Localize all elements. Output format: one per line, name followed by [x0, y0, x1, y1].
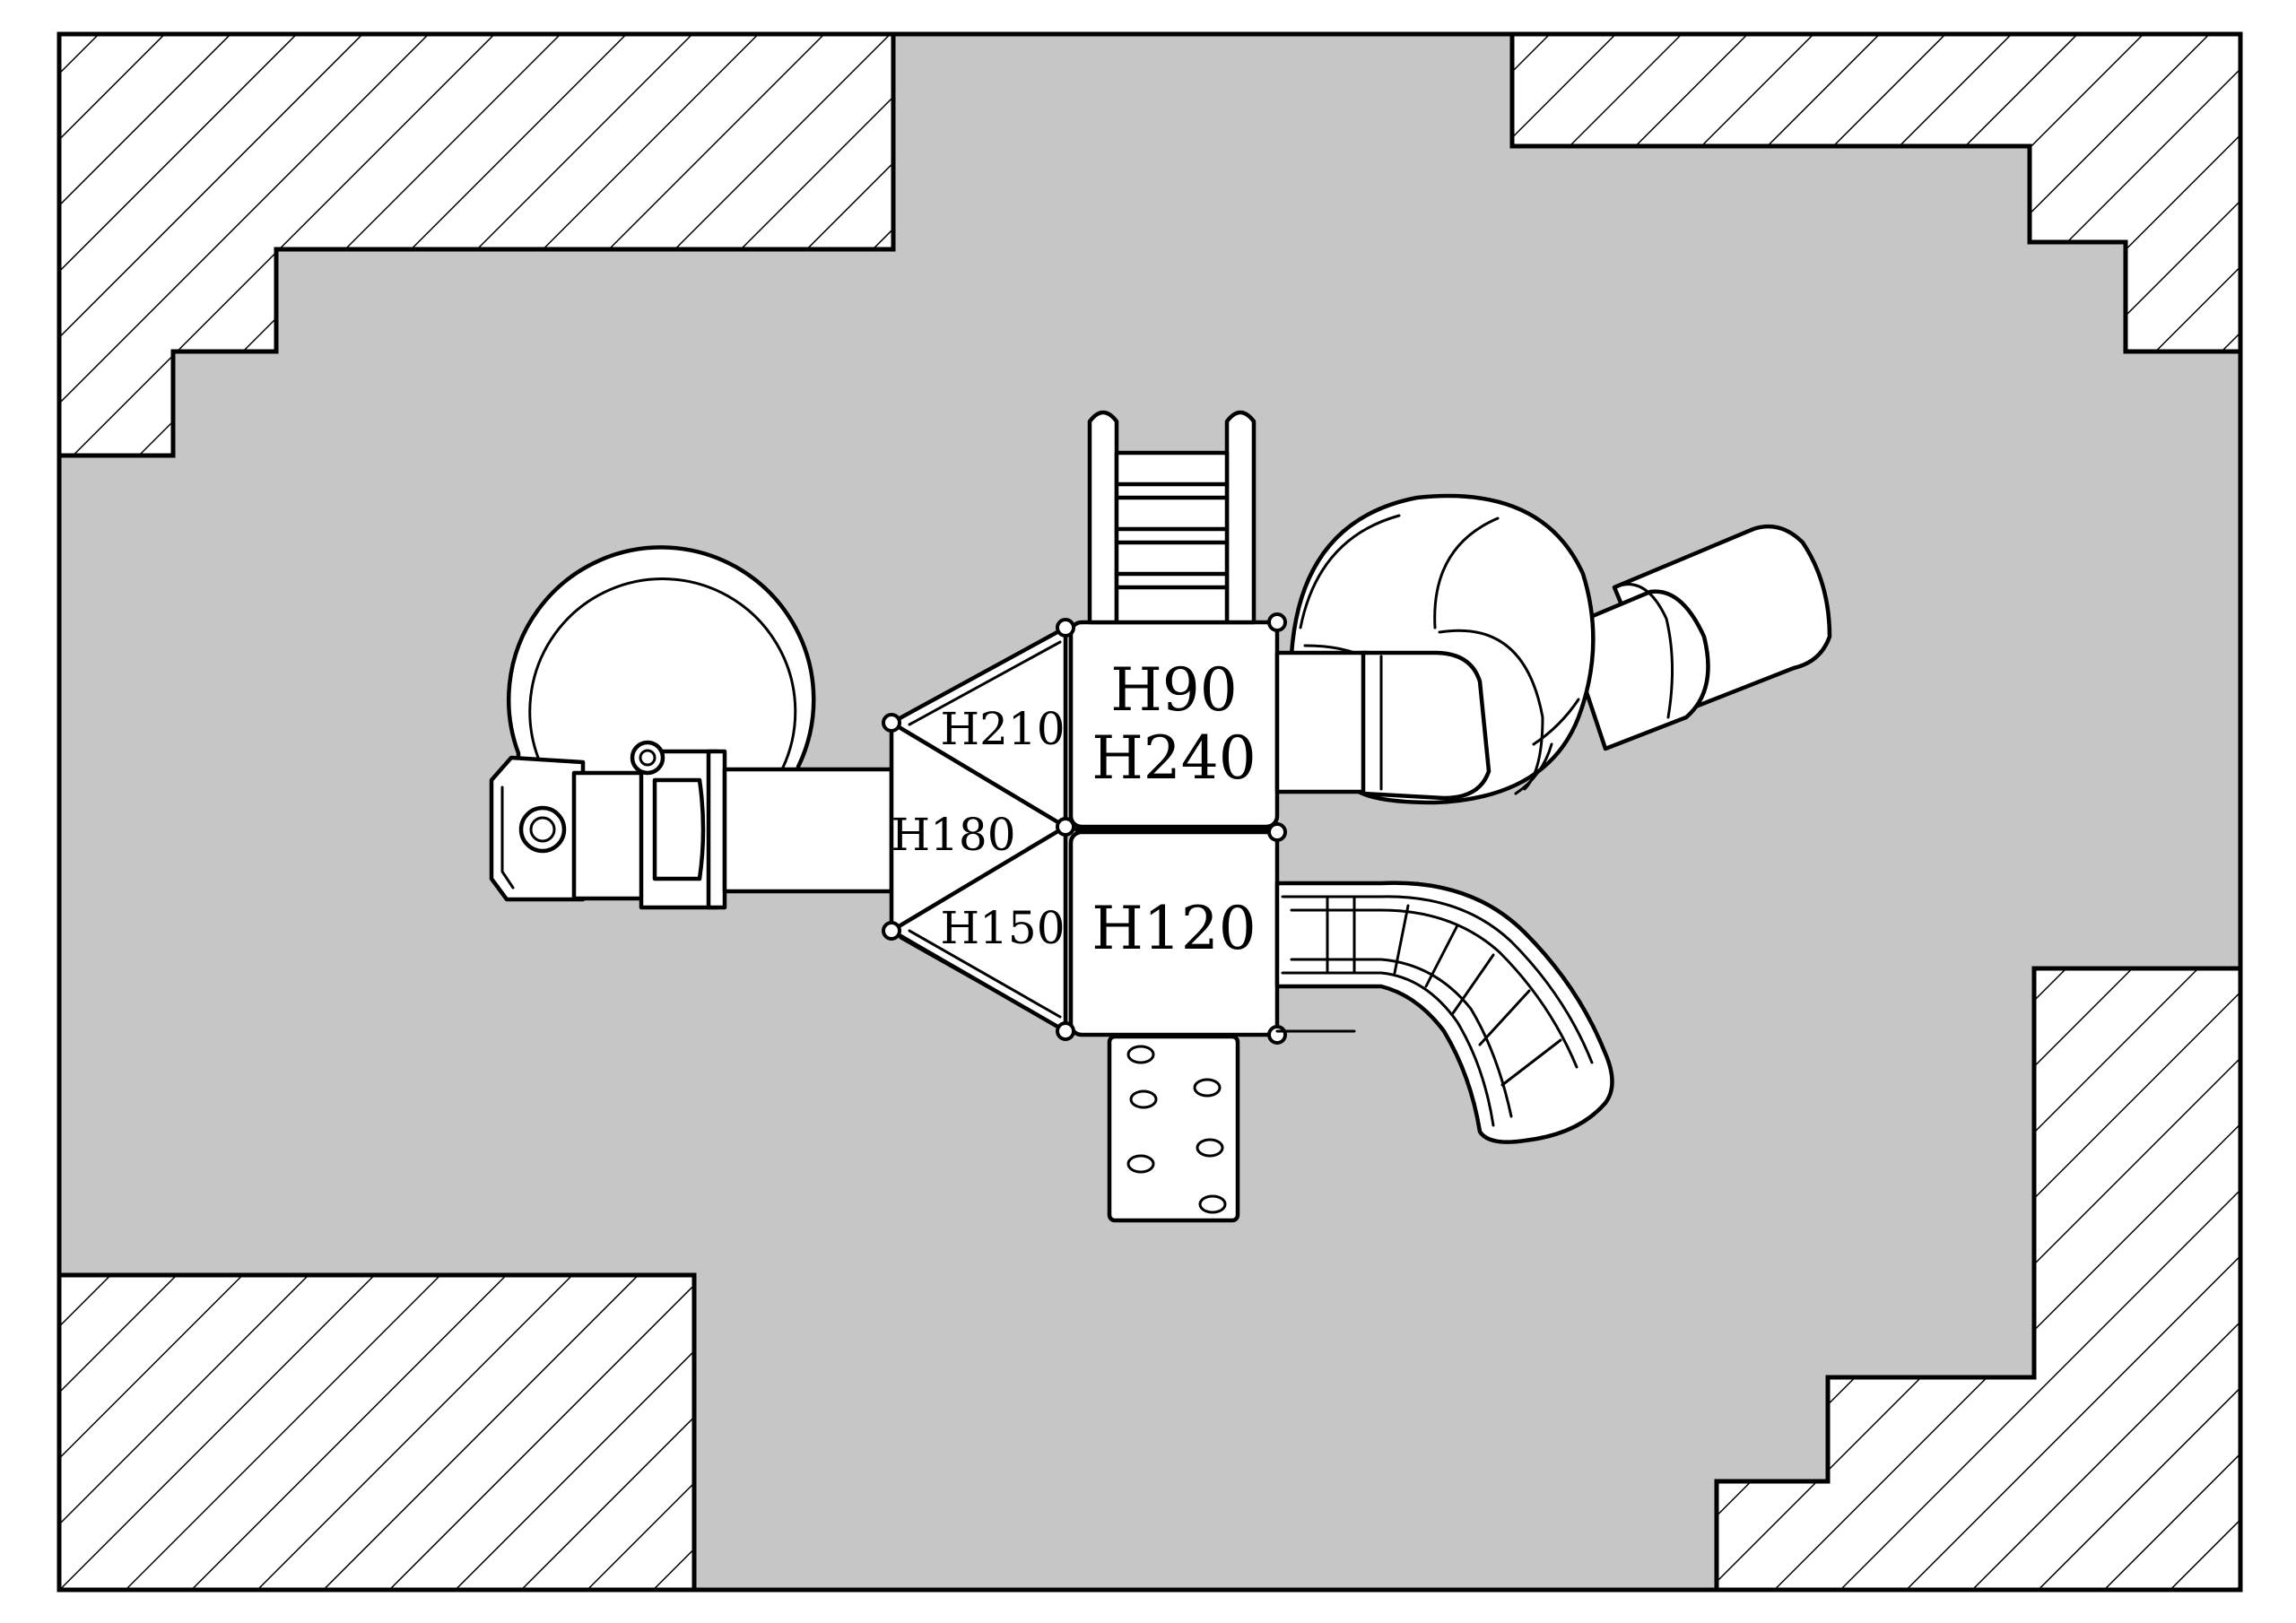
triangle-top-label: H210: [940, 703, 1065, 755]
triangle-bottom-label: H150: [940, 902, 1065, 954]
lower-deck-label: H120: [1091, 894, 1257, 963]
climbing-wall: [1107, 1034, 1240, 1223]
wave-slide: [1274, 881, 1614, 1144]
upper-deck-label-2: H240: [1091, 724, 1257, 793]
bridge: [722, 767, 894, 894]
triangle-platforms: [889, 625, 1068, 1034]
ladder: [1087, 410, 1257, 625]
triangle-middle-label: H180: [891, 809, 1015, 861]
posts: [882, 612, 1287, 1045]
tube-slide: [1274, 493, 1832, 805]
upper-deck-label-1: H90: [1110, 655, 1238, 725]
